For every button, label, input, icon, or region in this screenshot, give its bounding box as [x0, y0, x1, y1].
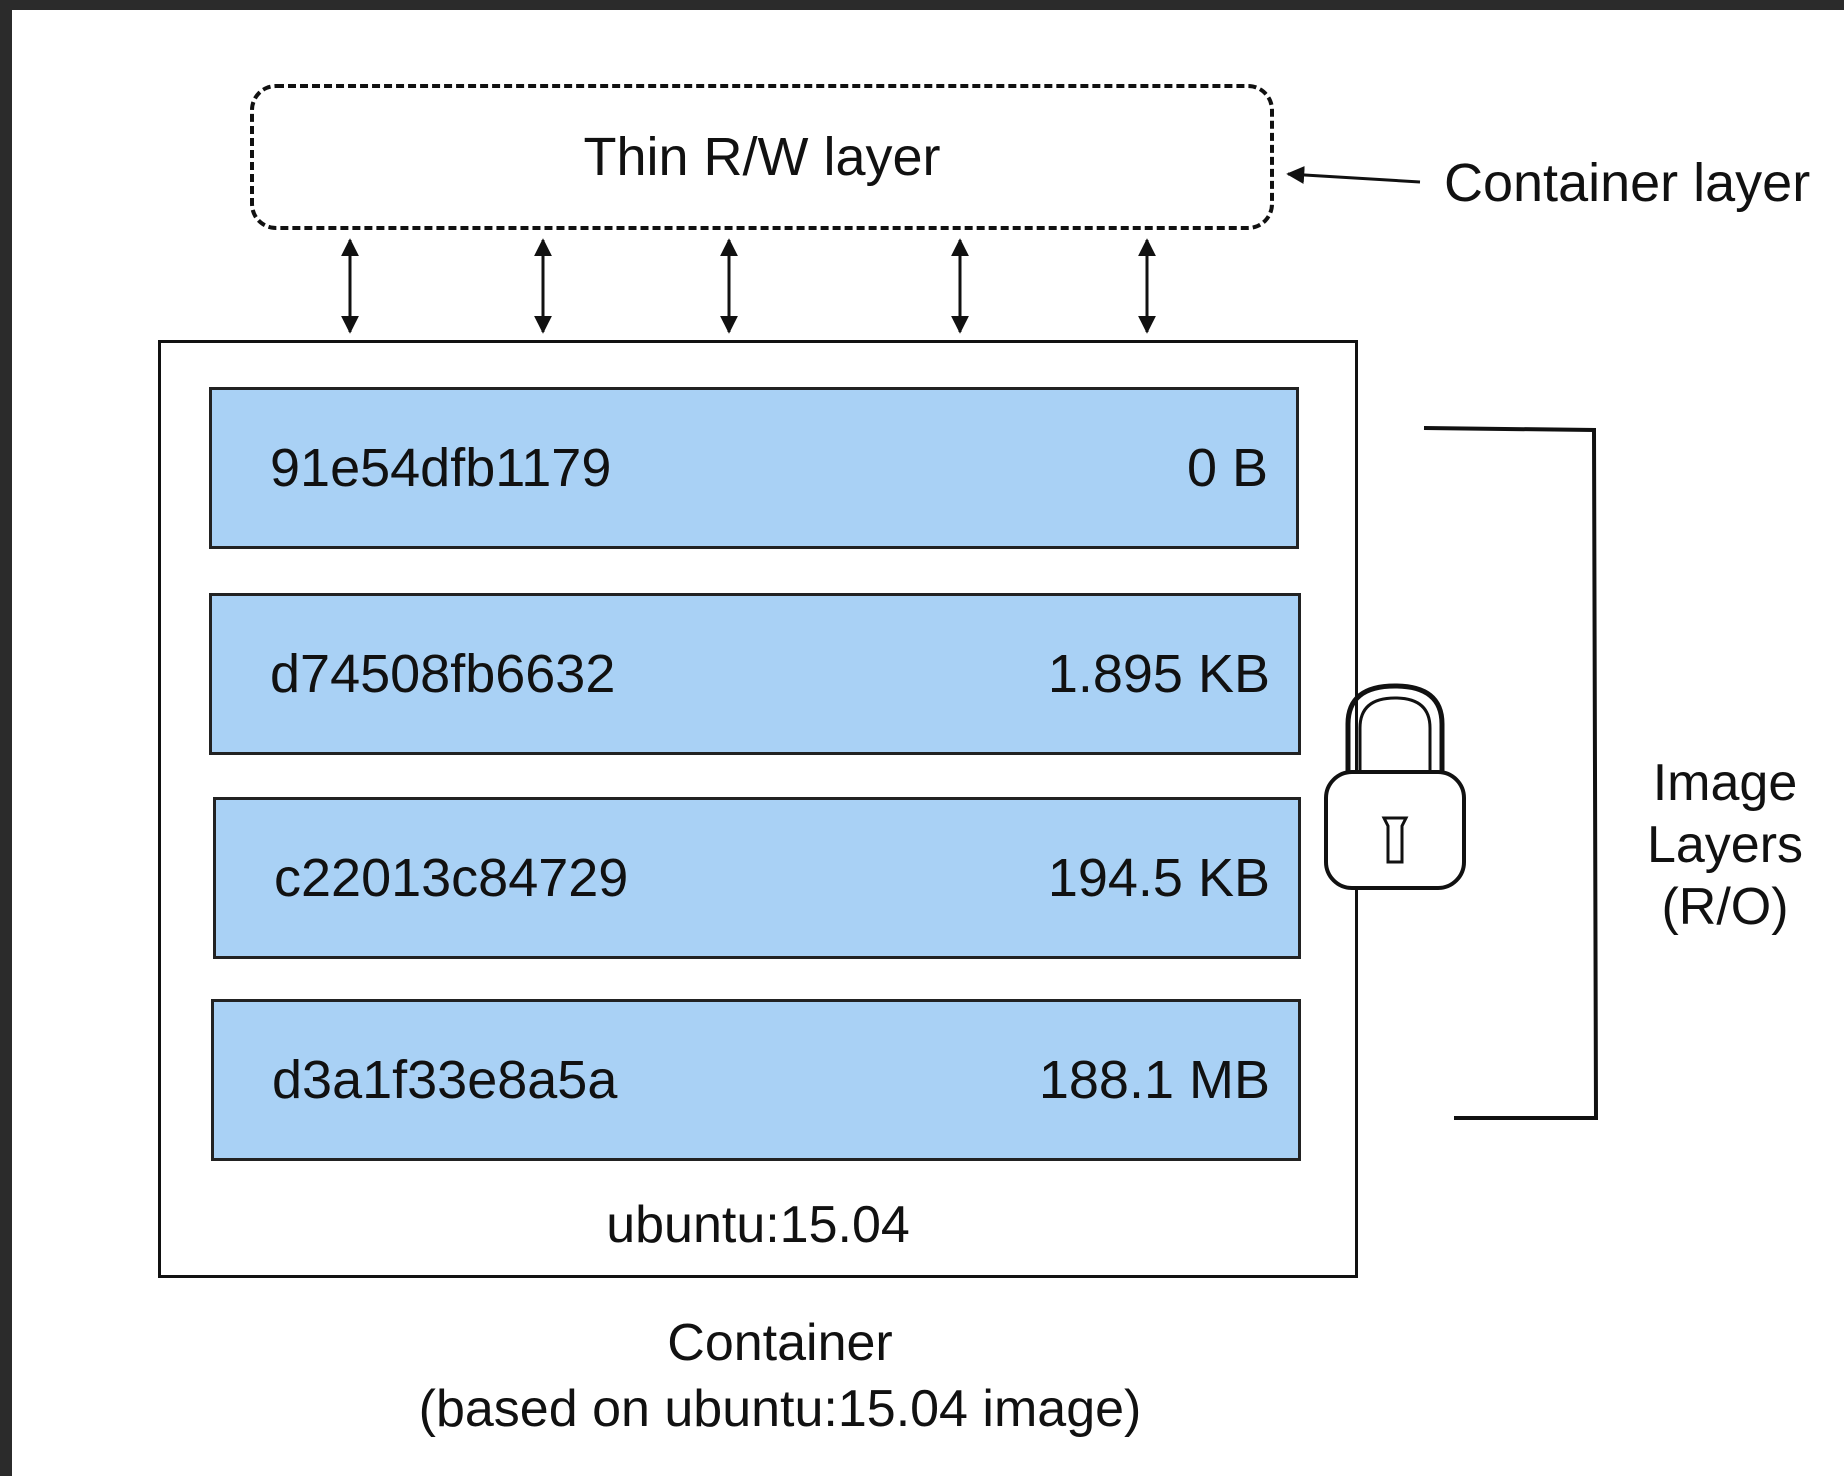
lock-icon: [1324, 683, 1466, 890]
layer-id: c22013c84729: [274, 848, 629, 908]
layer-size: 1.895 KB: [1047, 644, 1270, 704]
layer-size: 0 B: [1186, 438, 1268, 498]
container-box: 91e54dfb1179 0 B d74508fb6632 1.895 KB c…: [158, 340, 1358, 1278]
image-layer-3: c22013c84729 194.5 KB: [213, 797, 1301, 959]
image-layer-4: d3a1f33e8a5a 188.1 MB: [211, 999, 1301, 1161]
container-layer-label: Container layer: [1444, 153, 1811, 213]
layer-id: d74508fb6632: [270, 644, 616, 704]
ro-label-line-3: (R/O): [1661, 878, 1789, 936]
thin-rw-layer-label: Thin R/W layer: [583, 127, 941, 187]
ro-label-line-2: Layers: [1646, 816, 1804, 874]
container-caption: Container (based on ubuntu:15.04 image): [330, 1310, 1230, 1442]
layer-size: 194.5 KB: [1047, 848, 1270, 908]
layer-id: 91e54dfb1179: [270, 438, 612, 498]
layer-size: 188.1 MB: [1038, 1050, 1270, 1110]
caption-line-1: Container: [667, 1314, 893, 1372]
image-layer-1: 91e54dfb1179 0 B: [209, 387, 1299, 549]
image-name-label: ubuntu:15.04: [606, 1196, 910, 1254]
ro-label-line-1: Image: [1652, 754, 1798, 812]
layer-id: d3a1f33e8a5a: [272, 1050, 618, 1110]
caption-line-2: (based on ubuntu:15.04 image): [418, 1380, 1142, 1438]
image-layers-ro-label: Image Layers (R/O): [1620, 752, 1830, 938]
thin-rw-layer-box: Thin R/W layer: [250, 84, 1274, 230]
image-layer-2: d74508fb6632 1.895 KB: [209, 593, 1301, 755]
